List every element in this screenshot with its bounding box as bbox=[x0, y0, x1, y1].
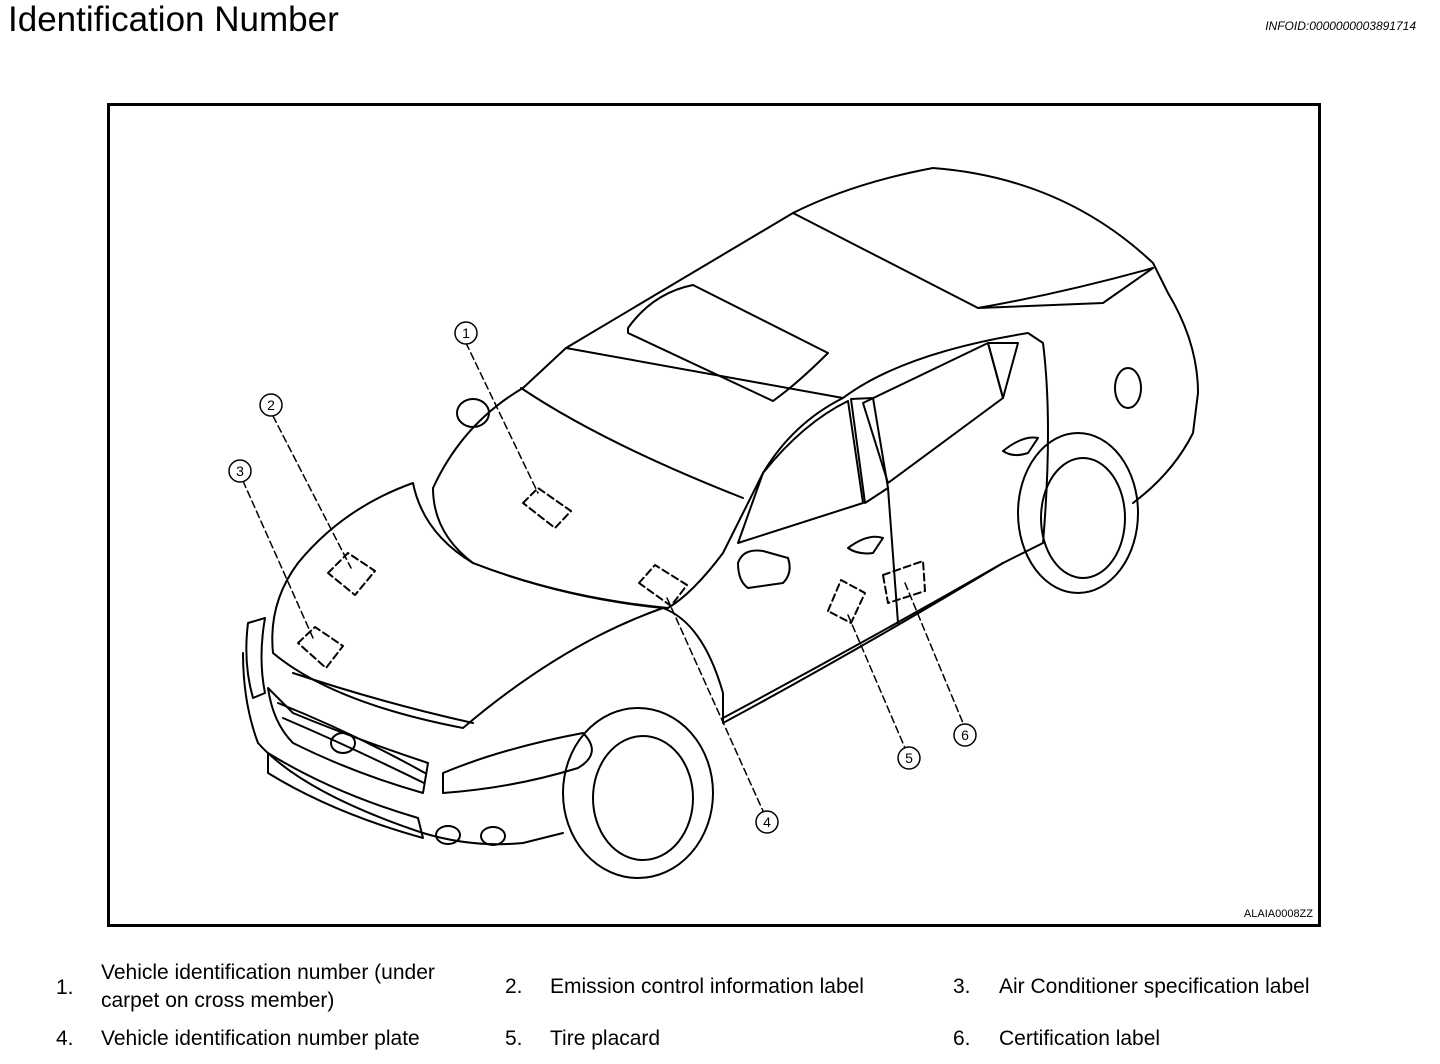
label-box-4 bbox=[638, 564, 688, 607]
legend-text-5: Tire placard bbox=[550, 1027, 661, 1050]
b-pillar bbox=[850, 397, 889, 504]
antenna-mirror bbox=[456, 398, 490, 428]
front-fascia bbox=[242, 652, 564, 846]
page-title: Identification Number bbox=[8, 0, 339, 39]
roof-line bbox=[792, 212, 1154, 309]
label-box-3 bbox=[297, 626, 344, 669]
vehicle-illustration: 1 2 3 4 5 6 bbox=[228, 167, 1199, 879]
fuel-door bbox=[1114, 367, 1142, 409]
hood-crease bbox=[292, 672, 474, 724]
front-wheel-arch bbox=[562, 707, 714, 879]
legend-text-1: Vehicle identification number (under car… bbox=[101, 961, 435, 1012]
lower-intake bbox=[267, 752, 424, 839]
sunroof bbox=[627, 284, 829, 402]
leader-5 bbox=[847, 614, 906, 749]
legend-text-2: Emission control information label bbox=[550, 975, 864, 998]
legend-text-3: Air Conditioner specification label bbox=[999, 975, 1310, 998]
side-sill bbox=[722, 562, 1004, 719]
front-side-window bbox=[737, 400, 864, 544]
front-door-handle bbox=[847, 535, 884, 555]
label-box-1 bbox=[522, 487, 572, 529]
callout-6-circle bbox=[953, 723, 977, 747]
callout-6: 6 bbox=[961, 727, 969, 743]
callout-5: 5 bbox=[905, 750, 913, 766]
legend-num-1: 1. bbox=[56, 976, 74, 999]
info-id: INFOID:0000000003891714 bbox=[1265, 19, 1416, 33]
callout-1-circle bbox=[454, 321, 478, 345]
left-headlamp bbox=[245, 617, 266, 699]
rear-wheel-arch bbox=[1017, 432, 1139, 594]
side-mirror bbox=[737, 549, 791, 589]
legend: 1. Vehicle identification number (under … bbox=[0, 955, 1440, 1064]
windshield bbox=[432, 347, 844, 609]
hood bbox=[271, 482, 664, 729]
leader-2 bbox=[272, 415, 352, 569]
leader-4 bbox=[666, 597, 764, 812]
legend-text-4: Vehicle identification number plate bbox=[101, 1027, 420, 1050]
callout-2: 2 bbox=[267, 397, 275, 413]
front-wheel bbox=[592, 735, 694, 861]
label-box-5 bbox=[827, 579, 866, 624]
trunk-line bbox=[977, 267, 1154, 309]
legend-num-5: 5. bbox=[505, 1027, 523, 1050]
legend-num-2: 2. bbox=[505, 975, 523, 998]
callout-1: 1 bbox=[462, 325, 470, 341]
figure-code: ALAIA0008ZZ bbox=[1243, 908, 1313, 920]
brand-emblem bbox=[330, 732, 356, 754]
callout-4-circle bbox=[755, 810, 779, 834]
callout-2-circle bbox=[259, 393, 283, 417]
leader-1 bbox=[465, 342, 539, 494]
grille bbox=[267, 687, 429, 794]
rear-quarter-window bbox=[987, 342, 1019, 399]
legend-num-4: 4. bbox=[56, 1027, 74, 1050]
legend-num-3: 3. bbox=[953, 975, 971, 998]
legend-text-6: Certification label bbox=[999, 1027, 1161, 1050]
callout-4: 4 bbox=[763, 814, 771, 830]
fog-lamp-1 bbox=[435, 825, 461, 845]
label-box-2 bbox=[327, 552, 376, 596]
windshield-inner bbox=[520, 387, 744, 499]
rear-wheel bbox=[1040, 457, 1126, 579]
leader-6 bbox=[904, 582, 964, 724]
roof-outline bbox=[565, 167, 1199, 504]
rear-door-handle bbox=[1002, 436, 1039, 457]
vehicle-diagram-frame: 1 2 3 4 5 6 ALAIA0008ZZ bbox=[107, 103, 1321, 927]
leader-3 bbox=[242, 480, 314, 639]
callout-3: 3 bbox=[236, 463, 244, 479]
legend-num-6: 6. bbox=[953, 1027, 971, 1050]
label-box-6 bbox=[882, 560, 926, 604]
callout-5-circle bbox=[897, 746, 921, 770]
body-side bbox=[662, 332, 1049, 724]
callout-3-circle bbox=[228, 459, 252, 483]
fog-lamp-2 bbox=[480, 826, 506, 846]
headlamp bbox=[442, 732, 593, 794]
